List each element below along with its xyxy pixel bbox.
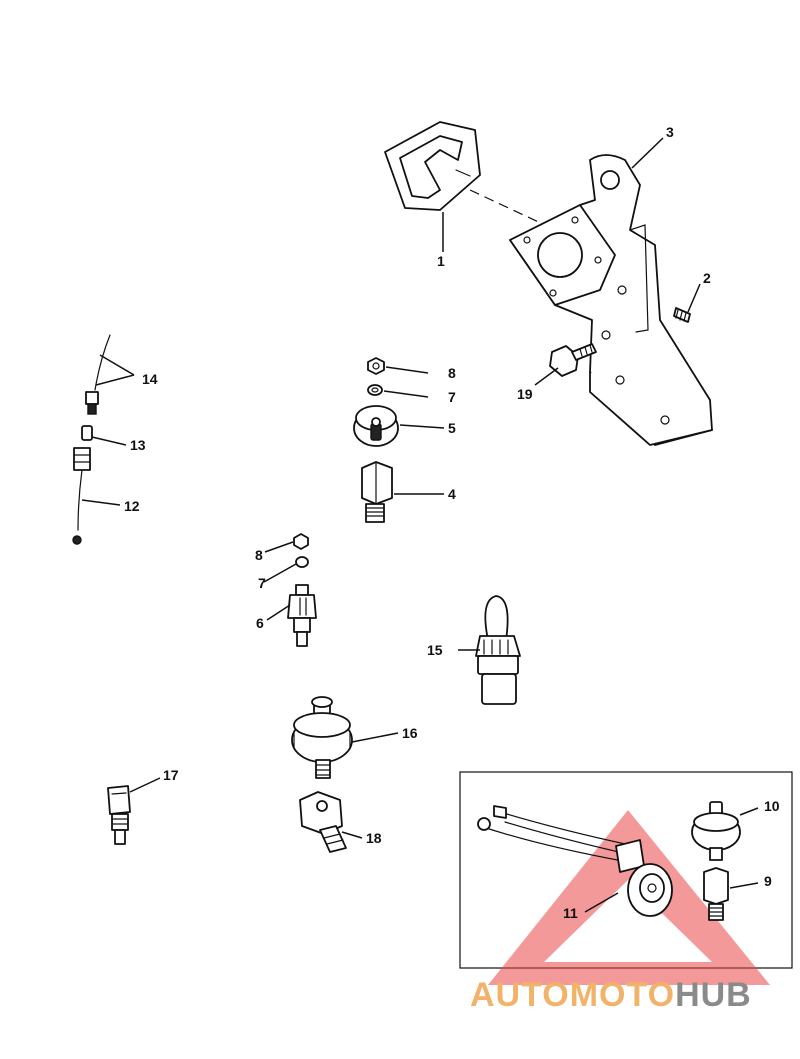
callout-1: 1 (437, 253, 445, 269)
part-16-knock-sensor (291, 696, 353, 779)
watermark-logo-text: AUTOMOTOHUB (470, 976, 752, 1014)
callout-15: 15 (427, 642, 443, 658)
watermark-part2: HUB (675, 976, 752, 1014)
part-12-wire-lead (72, 469, 83, 545)
callout-14: 14 (142, 371, 158, 387)
part-19-bolt (549, 343, 597, 377)
part-6-sender (287, 584, 317, 647)
callout-12: 12 (124, 498, 140, 514)
callout-numbers: 1 2 3 4 5 6 7 7 8 8 9 10 11 12 13 14 15 … (124, 124, 780, 921)
callout-3: 3 (666, 124, 674, 140)
callout-16: 16 (402, 725, 418, 741)
watermark-part1: AUTOMOTO (470, 976, 675, 1014)
part-14-wire-ends (85, 334, 111, 415)
callout-13: 13 (130, 437, 146, 453)
part-4-adapter (361, 461, 393, 523)
part-9-adapter (703, 867, 729, 921)
callout-2: 2 (703, 270, 711, 286)
callout-5: 5 (448, 420, 456, 436)
callout-6: 6 (256, 615, 264, 631)
callout-17: 17 (163, 767, 179, 783)
part-1-clip (384, 121, 481, 211)
callout-10: 10 (764, 798, 780, 814)
part-13-connector (73, 425, 93, 471)
part-5-sender (353, 405, 399, 447)
callout-9: 9 (764, 873, 772, 889)
callout-4: 4 (448, 486, 456, 502)
callout-11: 11 (563, 905, 578, 921)
callout-leaders (81, 137, 759, 913)
callout-19: 19 (517, 386, 533, 402)
part-8-nut-lower (293, 533, 309, 550)
part-15-connector (475, 595, 521, 705)
part-18-fitting (299, 791, 347, 853)
assembly-line (469, 189, 546, 226)
callout-8-upper: 8 (448, 365, 456, 381)
part-2-screw (673, 307, 691, 323)
part-10-switch (691, 801, 741, 861)
callout-18: 18 (366, 830, 382, 846)
part-17-sender (107, 785, 131, 845)
part-3-bracket (509, 154, 713, 446)
callout-7-upper: 7 (448, 389, 456, 405)
part-7-washer-lower (295, 556, 309, 568)
part-8-nut-upper (367, 357, 385, 375)
callout-8-lower: 8 (255, 547, 263, 563)
part-11-harness (477, 805, 673, 917)
callout-7-lower: 7 (258, 575, 266, 591)
part-7-washer-upper (367, 384, 383, 396)
